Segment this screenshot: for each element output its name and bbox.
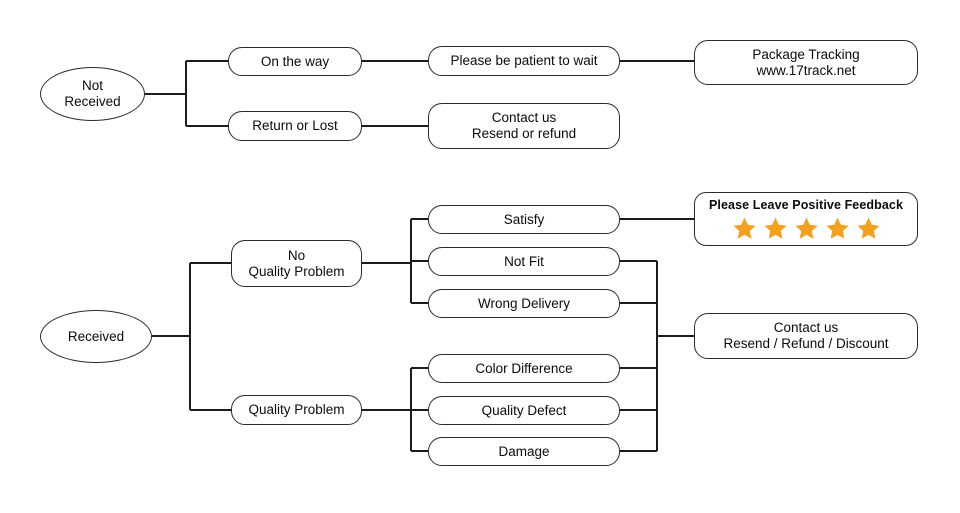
star-icon <box>794 217 818 239</box>
node-on-the-way[interactable]: On the way <box>228 47 362 76</box>
node-color-difference[interactable]: Color Difference <box>428 354 620 383</box>
node-no-quality-problem[interactable]: No Quality Problem <box>231 240 362 287</box>
node-please-be-patient[interactable]: Please be patient to wait <box>428 46 620 76</box>
node-damage[interactable]: Damage <box>428 437 620 466</box>
node-contact-resend-refund-discount[interactable]: Contact us Resend / Refund / Discount <box>694 313 918 359</box>
node-received[interactable]: Received <box>40 310 152 363</box>
node-not-received[interactable]: Not Received <box>40 67 145 121</box>
star-icon <box>856 217 880 239</box>
node-quality-defect[interactable]: Quality Defect <box>428 396 620 425</box>
star-rating[interactable] <box>732 216 881 241</box>
node-satisfy[interactable]: Satisfy <box>428 205 620 234</box>
feedback-label: Please Leave Positive Feedback <box>708 198 904 213</box>
node-quality-problem[interactable]: Quality Problem <box>231 395 362 425</box>
node-contact-resend-or-refund[interactable]: Contact us Resend or refund <box>428 103 620 149</box>
node-wrong-delivery[interactable]: Wrong Delivery <box>428 289 620 318</box>
node-not-fit[interactable]: Not Fit <box>428 247 620 276</box>
star-icon <box>825 217 849 239</box>
star-icon <box>763 217 787 239</box>
node-return-or-lost[interactable]: Return or Lost <box>228 111 362 141</box>
node-package-tracking[interactable]: Package Tracking www.17track.net <box>694 40 918 85</box>
node-positive-feedback[interactable]: Please Leave Positive Feedback <box>694 192 918 246</box>
star-icon <box>732 217 756 239</box>
